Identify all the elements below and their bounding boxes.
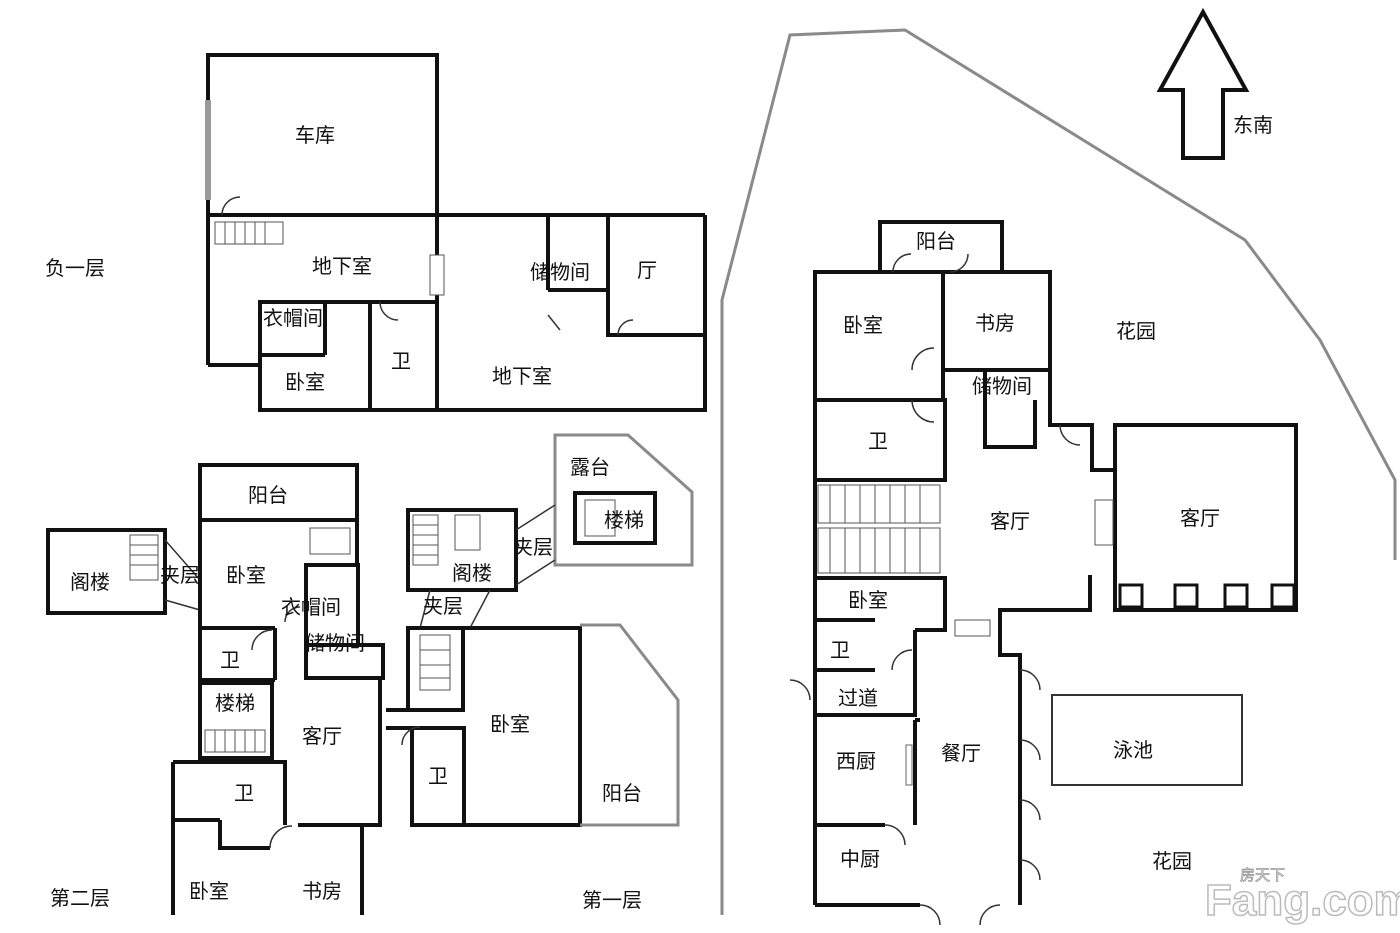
room-chinese-kitchen: 中厨 xyxy=(840,847,880,871)
room-basement-cloakroom: 衣帽间 xyxy=(263,306,323,330)
room-pool: 泳池 xyxy=(1113,738,1153,762)
room-dining: 餐厅 xyxy=(941,741,981,765)
room-bedroom-gf-small: 卧室 xyxy=(848,588,888,612)
room-bath-gf-small: 卫 xyxy=(830,638,850,662)
property-boundary xyxy=(720,28,1397,915)
room-bath-2f-a: 卫 xyxy=(220,648,240,672)
room-balcony-gf: 阳台 xyxy=(916,229,956,253)
room-attic-mid: 阁楼 xyxy=(452,561,492,585)
room-basement-hall: 厅 xyxy=(637,258,657,282)
room-western-kitchen: 西厨 xyxy=(836,749,876,773)
room-basement-bedroom: 卧室 xyxy=(285,370,325,394)
room-attic-left: 阁楼 xyxy=(70,570,110,594)
room-living-gf-a: 客厅 xyxy=(990,509,1030,533)
room-garden-bottom: 花园 xyxy=(1152,849,1192,873)
level-basement-label: 负一层 xyxy=(45,256,105,280)
room-bedroom-2f: 卧室 xyxy=(226,563,266,587)
room-terrace-stairs: 楼梯 xyxy=(604,508,644,532)
room-bedroom-1f: 卧室 xyxy=(490,712,530,736)
svg-text:Fang.com: Fang.com xyxy=(1205,876,1400,925)
room-mezz-mid-a: 夹层 xyxy=(513,535,553,559)
north-arrow-icon xyxy=(1156,7,1250,160)
room-basement-storage: 储物间 xyxy=(530,260,590,284)
room-basement-b: 地下室 xyxy=(492,364,552,388)
watermark-logo: 房天下 Fang.com xyxy=(1204,866,1400,926)
room-bath-2f-b: 卫 xyxy=(234,781,254,805)
second-floor-plan xyxy=(46,463,385,915)
room-bath-1f: 卫 xyxy=(428,764,448,788)
level-second-label: 第二层 xyxy=(50,886,110,910)
room-corridor: 过道 xyxy=(838,686,878,710)
room-living-gf-b: 客厅 xyxy=(1180,506,1220,530)
room-terrace: 露台 xyxy=(570,455,610,479)
room-basement-bath: 卫 xyxy=(391,349,411,373)
room-bedroom-gf: 卧室 xyxy=(843,313,883,337)
room-living-2f: 客厅 xyxy=(302,724,342,748)
room-garden-top: 花园 xyxy=(1116,319,1156,343)
room-study-2f: 书房 xyxy=(302,879,342,903)
room-cloakroom-2f: 衣帽间 xyxy=(281,595,341,619)
room-study-gf: 书房 xyxy=(975,311,1015,335)
room-storage-gf: 储物间 xyxy=(972,374,1032,398)
room-bath-gf: 卫 xyxy=(868,429,888,453)
room-mezz-mid-b: 夹层 xyxy=(423,594,463,618)
room-balcony-2f: 阳台 xyxy=(248,483,288,507)
ground-floor-plan xyxy=(789,220,1298,926)
first-floor-left-plan xyxy=(386,433,694,827)
svg-text:房天下: 房天下 xyxy=(1240,866,1285,884)
room-storage-2f: 储物间 xyxy=(305,631,365,655)
level-first-label: 第一层 xyxy=(582,888,642,912)
room-basement-a: 地下室 xyxy=(312,254,372,278)
compass-label: 东南 xyxy=(1233,113,1273,137)
room-stairs-2f: 楼梯 xyxy=(215,691,255,715)
room-garage: 车库 xyxy=(295,123,335,147)
basement-plan xyxy=(205,53,707,412)
room-mezz-left: 夹层 xyxy=(160,563,200,587)
room-bedroom-2f-b: 卧室 xyxy=(189,879,229,903)
column-markers xyxy=(1118,583,1296,609)
room-balcony-1f: 阳台 xyxy=(602,781,642,805)
